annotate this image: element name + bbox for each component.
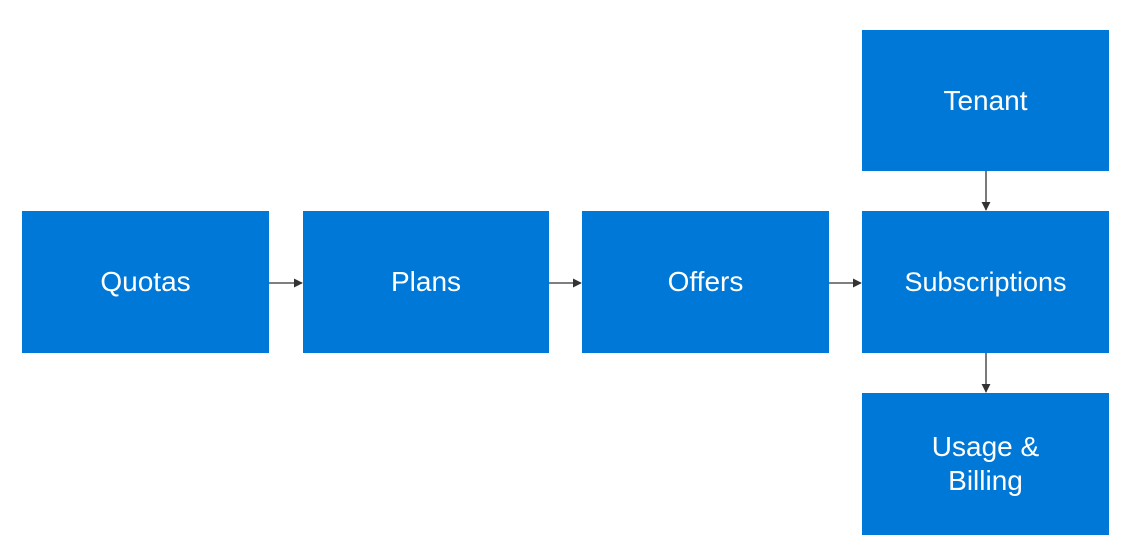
subscriptions-label: Subscriptions	[904, 267, 1067, 297]
offers-node: Offers	[582, 211, 829, 353]
subscriptions-node: Subscriptions	[862, 211, 1109, 353]
plans-node: Plans	[303, 211, 549, 353]
usage-billing-node: Usage & Billing	[862, 393, 1109, 535]
plans-label: Plans	[390, 266, 462, 297]
quotas-node: Quotas	[22, 211, 269, 353]
usage-billing-label: Usage & Billing	[931, 431, 1040, 496]
tenant-node: Tenant	[862, 30, 1109, 171]
offers-label: Offers	[667, 266, 744, 297]
quotas-label: Quotas	[100, 266, 191, 297]
tenant-label: Tenant	[943, 84, 1028, 116]
